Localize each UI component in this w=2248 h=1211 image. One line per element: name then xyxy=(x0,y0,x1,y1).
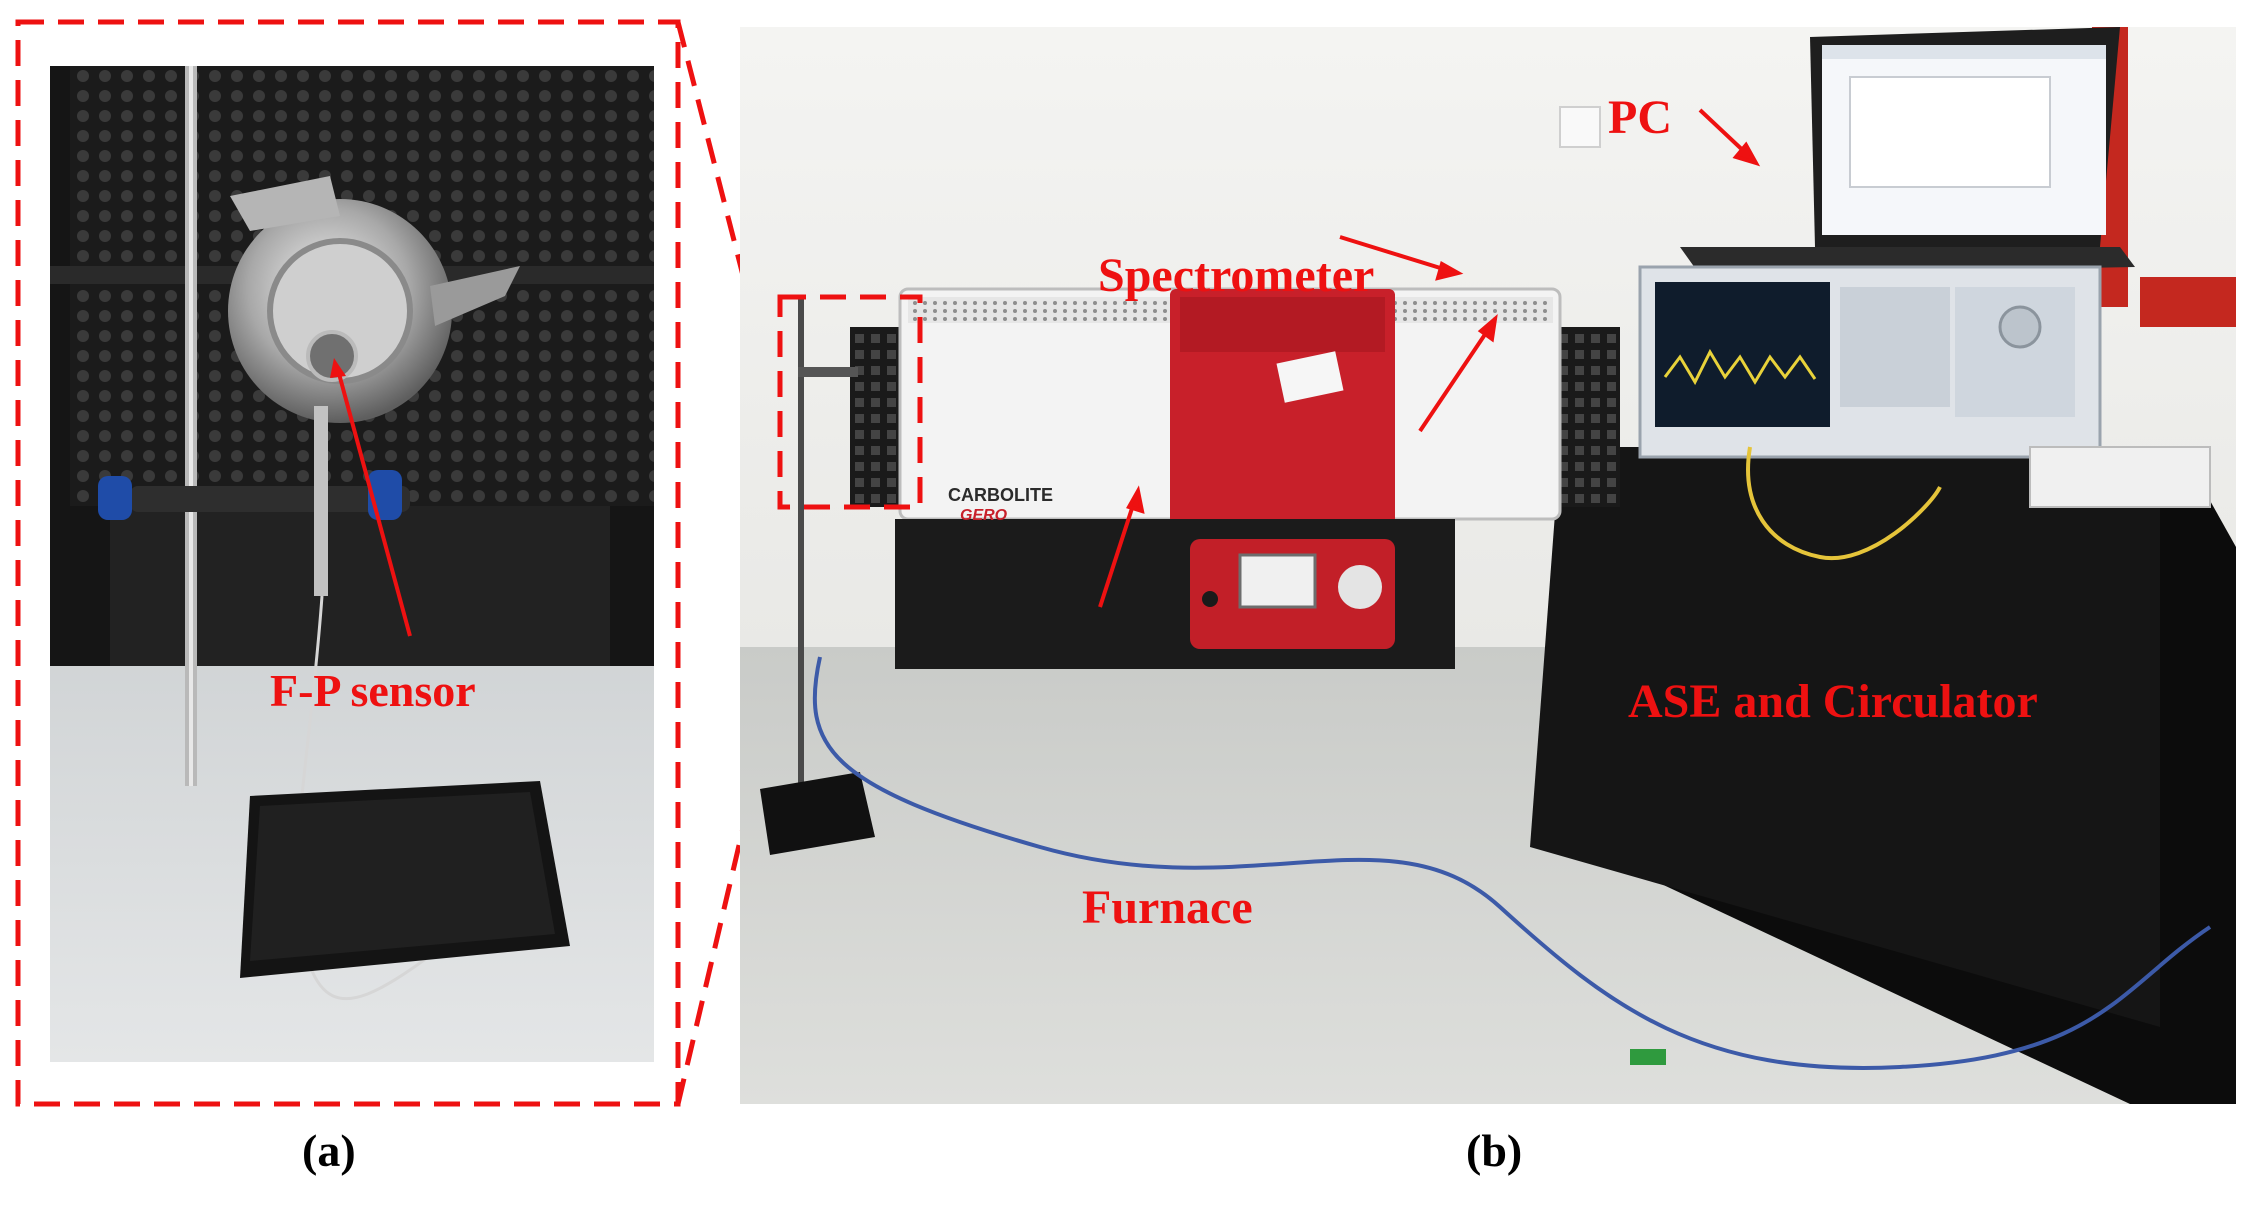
photo-panel-b xyxy=(740,27,2236,1104)
zoom-region-box xyxy=(777,294,923,510)
caption-panel-a: (a) xyxy=(302,1125,356,1176)
caption-panel-b: (b) xyxy=(1466,1125,1523,1176)
spectrometer-arrow xyxy=(1339,235,1451,273)
experimental-setup-photo xyxy=(740,27,2236,1104)
furnace-brand-label: CARBOLITE xyxy=(948,485,1053,505)
photo-panel-a xyxy=(50,66,654,1062)
ase-arrow xyxy=(1418,325,1492,433)
label-pc: PC xyxy=(1608,91,1672,144)
label-ase-circulator: ASE and Circulator xyxy=(1628,675,2038,728)
label-spectrometer: Spectrometer xyxy=(1098,249,1375,302)
panel-a-dashed-frame xyxy=(15,19,681,1107)
fp-sensor-photo xyxy=(50,66,654,1062)
label-fp-sensor: F-P sensor xyxy=(270,665,476,716)
furnace-brand-sub-label: GERO xyxy=(960,507,1008,524)
furnace-arrow xyxy=(1098,498,1137,608)
label-furnace: Furnace xyxy=(1082,881,1253,934)
